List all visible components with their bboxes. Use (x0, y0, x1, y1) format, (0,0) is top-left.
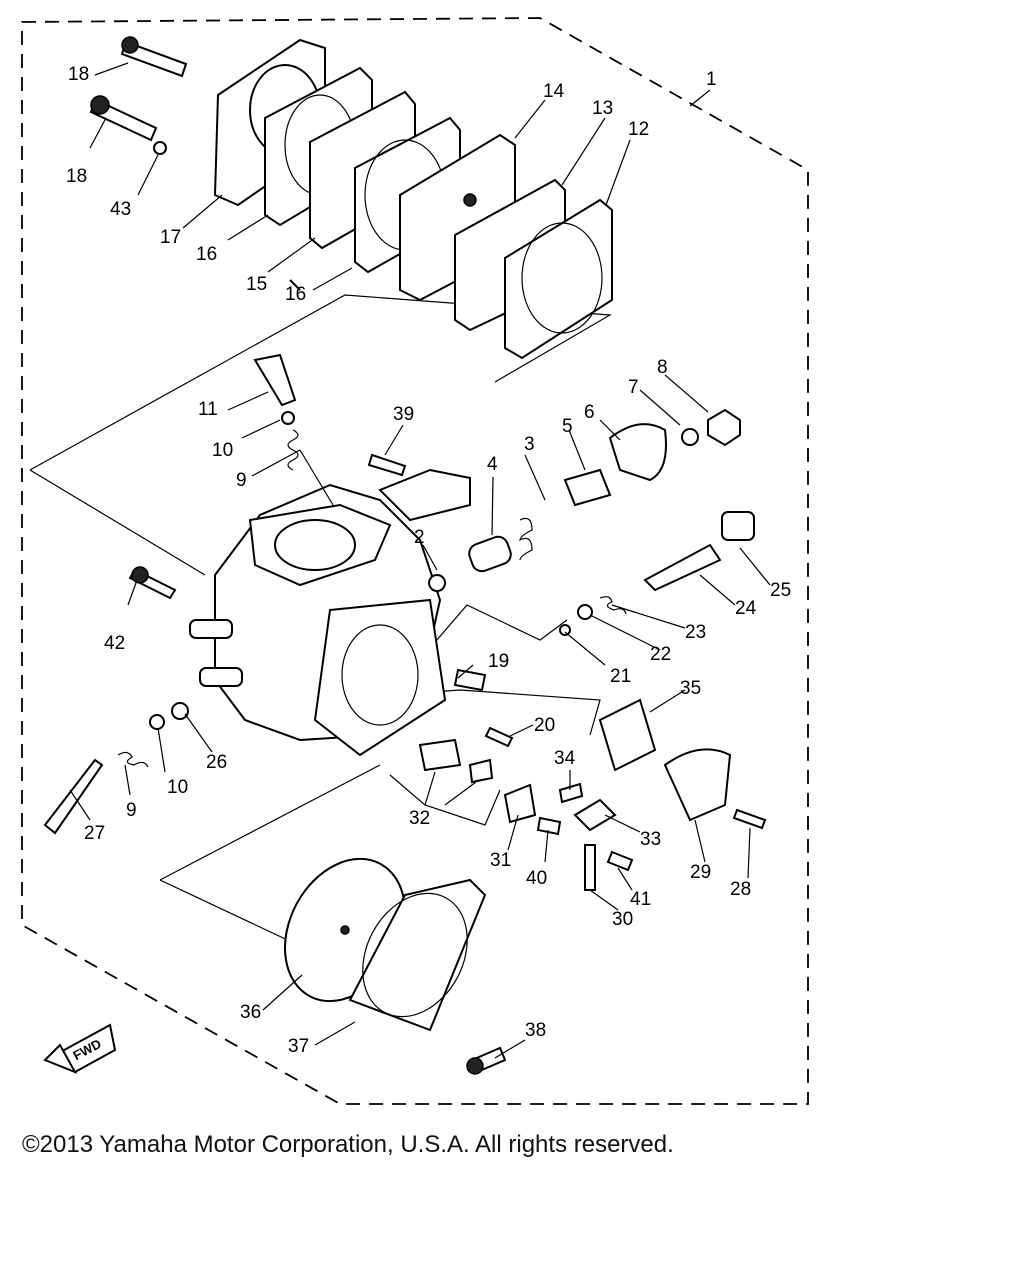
collar-2 (428, 574, 446, 592)
label-16b: 16 (285, 284, 306, 305)
screw-28 (732, 808, 767, 830)
nut-8 (707, 408, 741, 447)
label-33: 33 (640, 829, 661, 850)
part-labels: 1 12 13 14 18 18 43 17 16 15 16 11 10 9 … (66, 64, 791, 1057)
spring-34 (558, 782, 584, 804)
carburetor-exploded-diagram: FWD (21, 17, 809, 1105)
label-27: 27 (84, 823, 105, 844)
cover-37 (348, 878, 487, 1032)
bushing-4 (468, 535, 512, 573)
screw-40 (536, 816, 562, 836)
label-5: 5 (562, 416, 573, 437)
label-30: 30 (612, 909, 633, 930)
label-13: 13 (592, 98, 613, 119)
label-34: 34 (554, 748, 576, 769)
pin-30 (584, 844, 596, 891)
label-9b: 9 (126, 800, 137, 821)
label-4: 4 (487, 454, 498, 475)
label-36: 36 (240, 1002, 261, 1023)
clip-7 (681, 428, 699, 446)
label-23: 23 (685, 622, 706, 643)
jet-32 (418, 738, 462, 772)
label-20: 20 (534, 715, 555, 736)
label-16a: 16 (196, 244, 217, 265)
screw-20 (484, 726, 514, 748)
spring-9b (117, 751, 149, 768)
label-37: 37 (288, 1036, 309, 1057)
screw-11 (253, 353, 297, 407)
screw-39 (367, 453, 407, 477)
label-43: 43 (110, 199, 131, 220)
label-2: 2 (414, 527, 425, 548)
spring-23 (599, 596, 627, 615)
small-parts (43, 353, 767, 891)
label-28: 28 (730, 879, 751, 900)
label-15: 15 (246, 274, 267, 295)
label-19: 19 (488, 651, 509, 672)
label-18a: 18 (68, 64, 89, 85)
jet-32b (468, 758, 494, 784)
label-3: 3 (524, 434, 535, 455)
screw-41 (606, 850, 634, 872)
carburetor-body (189, 279, 471, 757)
lever-29 (663, 748, 732, 822)
label-7: 7 (628, 377, 639, 398)
oring-26 (171, 702, 189, 720)
label-24: 24 (735, 598, 757, 619)
label-29: 29 (690, 862, 711, 883)
forward-arrow-icon: FWD (43, 1023, 117, 1074)
plug-19 (453, 668, 487, 692)
oring-10b (149, 714, 165, 730)
label-8: 8 (657, 357, 668, 378)
label-32: 32 (409, 808, 430, 829)
oring-10a (281, 411, 295, 425)
washer-43 (153, 141, 167, 155)
leader-lines (69, 62, 771, 1059)
label-18b: 18 (66, 166, 87, 187)
label-40: 40 (526, 868, 547, 889)
assembly-boundary (21, 17, 809, 1105)
plate-31 (503, 783, 537, 824)
label-12: 12 (628, 119, 649, 140)
fitting-25 (721, 511, 755, 541)
spring-3 (519, 517, 533, 561)
label-38: 38 (525, 1020, 546, 1041)
copyright-notice: ©2013 Yamaha Motor Corporation, U.S.A. A… (22, 1131, 674, 1158)
label-6: 6 (584, 402, 595, 423)
label-39: 39 (393, 404, 414, 425)
lever-5 (563, 468, 612, 507)
label-21: 21 (610, 666, 631, 687)
plate-35 (598, 698, 657, 772)
gasket-12 (504, 198, 613, 360)
bottom-diaphragm (284, 857, 507, 1075)
needle-24 (643, 543, 722, 592)
label-1: 1 (706, 69, 717, 90)
label-42: 42 (104, 633, 125, 654)
spring-9a (287, 429, 299, 471)
fuel-pump-gasket-stack (89, 36, 613, 360)
cam-6 (608, 423, 667, 482)
label-31: 31 (490, 850, 511, 871)
label-11: 11 (198, 399, 218, 420)
label-35: 35 (680, 678, 701, 699)
label-9a: 9 (236, 470, 247, 491)
label-41: 41 (630, 889, 651, 910)
lever-33 (573, 798, 617, 832)
washer-22 (577, 604, 593, 620)
label-10a: 10 (212, 440, 233, 461)
label-22: 22 (650, 644, 671, 665)
label-10b: 10 (167, 777, 188, 798)
label-26: 26 (206, 752, 227, 773)
label-17: 17 (160, 227, 181, 248)
label-25: 25 (770, 580, 791, 601)
screw-27 (43, 758, 104, 835)
oring-21 (559, 624, 571, 636)
label-14: 14 (543, 81, 565, 102)
